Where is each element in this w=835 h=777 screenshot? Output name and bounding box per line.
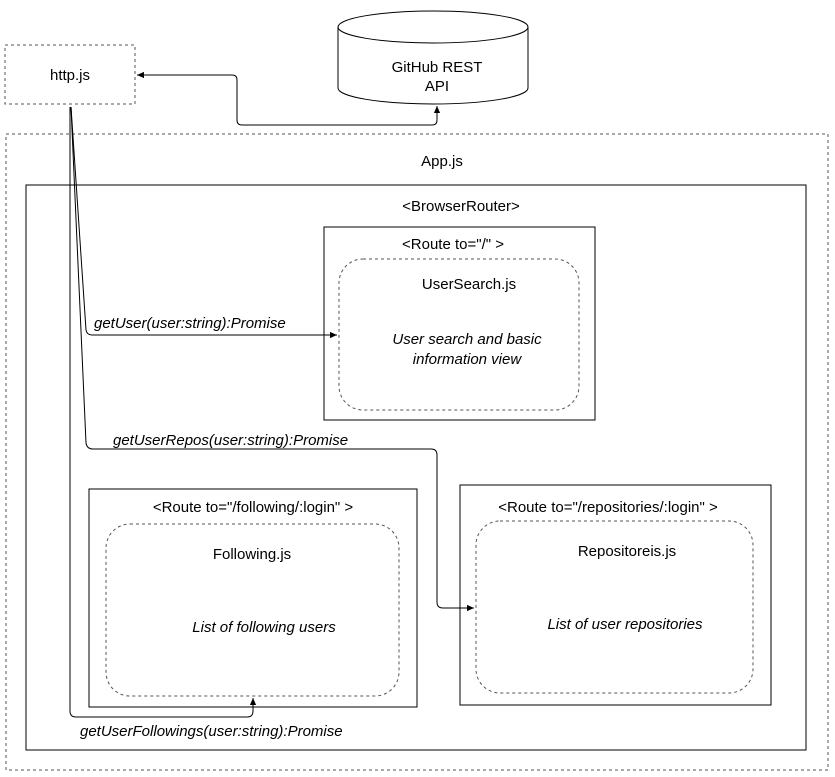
http-node: http.js <box>4 44 136 105</box>
get-user-edge-label: getUser(user:string):Promise <box>94 315 286 332</box>
get-user-repos-edge-label: getUserRepos(user:string):Promise <box>113 432 348 449</box>
route-following-box: <Route to="/following/:login" > Followin… <box>88 488 418 708</box>
following-component <box>105 523 400 697</box>
app-container-border <box>5 133 829 771</box>
get-user-repos-edge <box>70 106 474 612</box>
app-label: App.js <box>421 153 463 170</box>
repositories-desc: List of user repositories <box>547 616 703 633</box>
user-search-desc-line1: User search and basic <box>392 331 542 348</box>
user-search-component <box>338 258 580 411</box>
github-api-cylinder-lid <box>337 26 529 44</box>
github-api-node: GitHub REST API <box>337 10 529 105</box>
browser-router-label: <BrowserRouter> <box>402 198 520 215</box>
browser-router-border <box>25 184 807 751</box>
route-root-box: <Route to="/" > UserSearch.js User searc… <box>323 226 596 421</box>
following-title: Following.js <box>213 546 291 563</box>
repositories-title: Repositoreis.js <box>578 543 676 560</box>
repositories-component <box>475 520 754 694</box>
http-border <box>4 44 136 105</box>
get-user-followings-edge <box>69 107 257 718</box>
route-repositories-box: <Route to="/repositories/:login" > Repos… <box>459 484 772 706</box>
route-repositories-label: <Route to="/repositories/:login" > <box>498 499 718 516</box>
http-github-connector <box>137 71 441 126</box>
user-search-title: UserSearch.js <box>422 276 516 293</box>
following-desc: List of following users <box>192 619 336 636</box>
github-api-label-line2: API <box>425 78 449 95</box>
get-user-followings-edge-label: getUserFollowings(user:string):Promise <box>80 723 343 740</box>
route-root-label: <Route to="/" > <box>402 236 504 253</box>
http-label: http.js <box>50 67 90 84</box>
user-search-desc-line2: information view <box>413 351 523 368</box>
get-user-edge <box>70 106 337 339</box>
browser-router-box: <BrowserRouter> <box>25 184 807 751</box>
app-container: App.js <box>5 133 829 771</box>
github-api-label-line1: GitHub REST <box>392 59 483 76</box>
route-following-label: <Route to="/following/:login" > <box>153 499 354 516</box>
